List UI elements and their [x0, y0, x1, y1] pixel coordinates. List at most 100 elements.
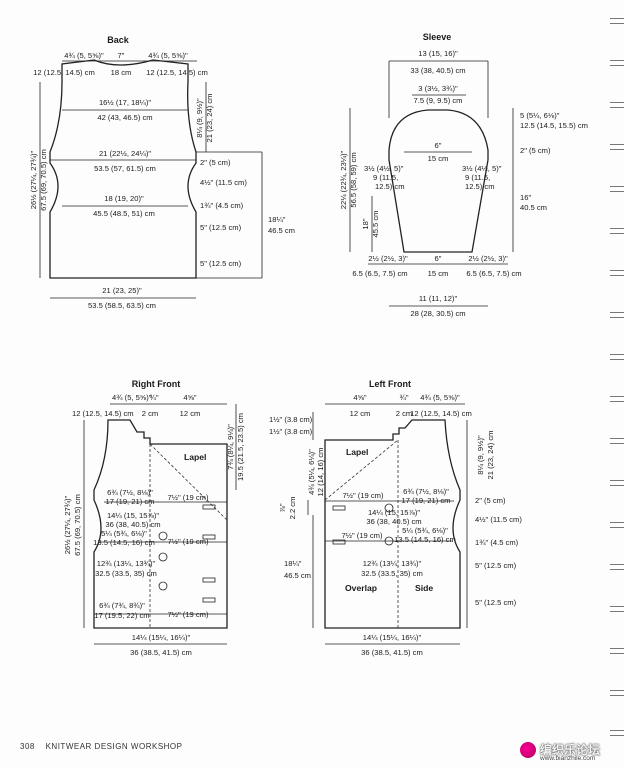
sleeve-top-cm: 33 (38, 40.5) cm [410, 66, 465, 75]
left-front-neck-in: 4¾ (5¼, 6¼)" [307, 449, 316, 495]
left-front-top-m-cm: 2 cm [396, 409, 412, 418]
back-side-cm: 46.5 cm [268, 226, 295, 235]
page-footer: 308 KNITWEAR DESIGN WORKSHOP [20, 742, 183, 751]
edge-tab [610, 354, 624, 360]
button-icon [384, 503, 394, 513]
back-armhole-in: 8¼ (9, 9½)" [195, 98, 204, 138]
right-front-e1-cm: 17 (19.5, 22) cm [94, 611, 149, 620]
left-front-top-r-in: 4¾ (5, 5⅝)" [420, 393, 460, 402]
right-front-buttonhole [202, 577, 216, 583]
back-d2: 4½" (11.5 cm) [200, 178, 247, 187]
sleeve-cuff-l-cm: 6.5 (6.5, 7.5) cm [352, 269, 407, 278]
back-side-in: 18¼" [268, 215, 286, 224]
right-front-top-r-in: 4⅝" [183, 393, 197, 402]
edge-tab [610, 144, 624, 150]
book-title: KNITWEAR DESIGN WORKSHOP [45, 742, 183, 751]
left-front-r2: 4½" (11.5 cm) [475, 515, 522, 524]
back-waist-cm: 45.5 (48.5, 51) cm [93, 209, 155, 218]
sleeve-top-in: 13 (15, 16)" [418, 49, 458, 58]
left-front-v1: 1½" (3.8 cm) [269, 415, 313, 424]
back-waist-in: 18 (19, 20)" [104, 194, 144, 203]
left-front-b-in: 14¼ (15, 15⅞)" [368, 508, 420, 517]
left-front-title: Left Front [369, 379, 411, 389]
back-outline [49, 59, 197, 279]
left-front-lapel-label: Lapel [346, 447, 368, 457]
back-schematic: Back 4¾ (5, 5⅝)" 7" 4¾ (5, 5⅝)" 12 (12.5… [29, 35, 295, 310]
right-front-a1-r: 7½" (19 cm) [167, 493, 209, 502]
back-top-right-in: 4¾ (5, 5⅝)" [148, 51, 188, 60]
sleeve-right-b: 9 (11.5, [465, 173, 490, 182]
page-edge-tabs [604, 0, 624, 768]
right-front-hem-cm: 36 (38.5, 41.5) cm [130, 648, 192, 657]
right-front-outline [93, 419, 228, 629]
back-top-left-in: 4¾ (5, 5⅝)" [64, 51, 104, 60]
right-front-title: Right Front [132, 379, 181, 389]
right-front-buttonhole [202, 504, 216, 510]
left-front-side-label: Side [415, 583, 433, 593]
left-front-a-in: 6¾ (7½, 8⅛)" [403, 487, 449, 496]
left-front-d-cm: 32.5 (33.5, 35) cm [361, 569, 423, 578]
edge-tab [610, 312, 624, 318]
right-front-e1-in: 6¾ (7¾, 8¾)" [99, 601, 145, 610]
right-front-b1-cm: 36 (38, 40.5) cm [105, 520, 160, 529]
left-front-schematic: Left Front 4⅝" ¾" 4¾ (5, 5⅝)" 12 cm 2 cm… [269, 379, 522, 657]
edge-tab [610, 228, 624, 234]
sleeve-cuff-r-in: 2½ (2½, 3)" [468, 254, 508, 263]
edge-tab [610, 564, 624, 570]
back-top-mid-in: 7" [118, 51, 125, 60]
sleeve-cuff-mid-cm: 15 cm [428, 269, 449, 278]
back-armhole-cm: 21 (23, 24) cm [205, 94, 214, 143]
left-front-v2: 1½" (3.8 cm) [269, 427, 313, 436]
back-d3: 1¾" (4.5 cm) [200, 201, 244, 210]
back-length-cm: 67.5 (69, 70.5) cm [39, 149, 48, 211]
sleeve-cap-ht-in: 5 (5¼, 6⅛)" [520, 111, 560, 120]
left-front-side-cm: 46.5 cm [284, 571, 311, 580]
button-icon [158, 552, 168, 562]
left-front-outline [324, 419, 461, 629]
edge-tab [610, 102, 624, 108]
left-front-top-l-in: 4⅝" [353, 393, 367, 402]
back-bust-cm: 53.5 (57, 61.5) cm [94, 164, 156, 173]
right-front-top-m-in: ¾" [149, 393, 158, 402]
edge-tab [610, 606, 624, 612]
back-hem-in: 21 (23, 25)" [102, 286, 142, 295]
sleeve-cap-cm: 7.5 (9, 9.5) cm [414, 96, 463, 105]
left-front-arm-in: 8¼ (9, 9½)" [476, 435, 485, 475]
sleeve-left-b: 9 (11.5, [373, 173, 398, 182]
left-front-d-in: 12¾ (13¼, 13¾)" [363, 559, 422, 568]
sleeve-left-c: 12.5) cm [375, 182, 405, 191]
sleeve-cap-in: 3 (3½, 3¾)" [418, 84, 458, 93]
right-front-lapel-in: 7¾ (8¼, 9¼)" [226, 424, 235, 470]
left-front-arm-cm: 21 (23, 24) cm [486, 431, 495, 480]
back-d1: 2" (5 cm) [200, 158, 231, 167]
sleeve-r16-in: 16" [520, 193, 531, 202]
sleeve-seg-in: 18" [361, 218, 370, 229]
sleeve-mid-cm: 15 cm [428, 154, 449, 163]
back-d4: 5" (12.5 cm) [200, 223, 242, 232]
right-front-e1-r: 7½" (19 cm) [167, 610, 209, 619]
edge-tab [610, 270, 624, 276]
back-length-in: 26½ (27¼, 27¾)" [29, 150, 38, 209]
left-front-overlap-label: Overlap [345, 583, 377, 593]
right-front-length-cm: 67.5 (69, 70.5) cm [73, 494, 82, 556]
right-front-top-r-cm: 12 cm [180, 409, 201, 418]
edge-tab [610, 690, 624, 696]
right-front-a1-in: 6¾ (7½, 8⅛)" [107, 488, 153, 497]
left-front-top-m-in: ¾" [399, 393, 408, 402]
forum-name: 编织乐论坛 [540, 743, 601, 757]
sleeve-right-c: 12.5) cm [465, 182, 495, 191]
page-number: 308 [20, 742, 35, 751]
edge-tab [610, 730, 624, 736]
left-front-lapel-fold [324, 439, 399, 628]
left-front-c-in: 5¼ (5¾, 6⅛)" [402, 526, 448, 535]
left-front-c-cm: 13.5 (14.5, 16) cm [394, 535, 456, 544]
right-front-lapel-label: Lapel [184, 452, 206, 462]
right-front-c1-r: 7½" (19 cm) [167, 537, 209, 546]
back-shoulder-cm: 42 (43, 46.5) cm [97, 113, 152, 122]
edge-tab [610, 438, 624, 444]
edge-tab [610, 522, 624, 528]
sleeve-right-a: 3½ (4½, 5)" [462, 164, 502, 173]
left-front-buttonhole [332, 505, 346, 511]
sleeve-cuff-mid-in: 6" [435, 254, 442, 263]
edge-tab [610, 648, 624, 654]
